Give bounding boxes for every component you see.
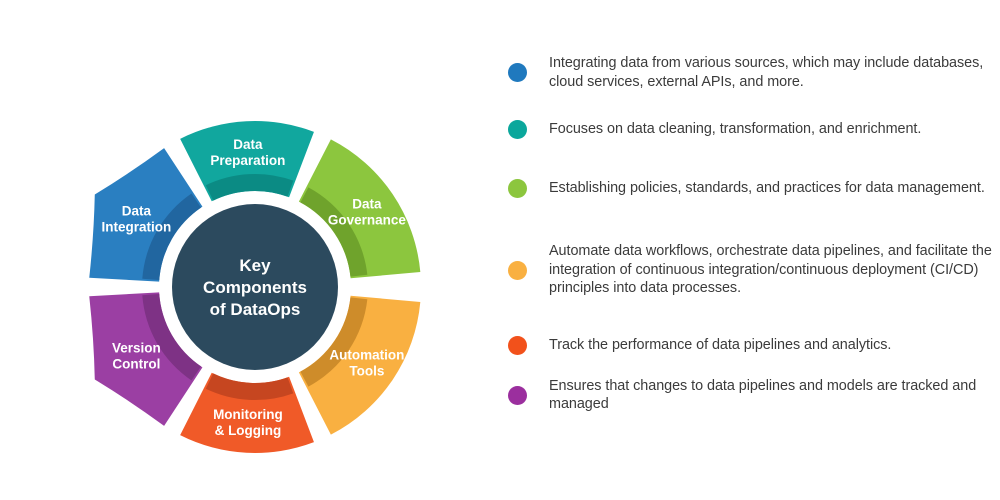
legend-text-monitoring-logging: Track the performance of data pipelines … <box>549 337 892 354</box>
legend-item-data-preparation[interactable]: Focuses on data cleaning, transformation… <box>508 110 994 148</box>
legend-text-version-control: Ensures that changes to data pipelines a… <box>549 377 977 412</box>
legend-bullet-icon-data-governance <box>508 178 527 198</box>
legend-text-data-governance: Establishing policies, standards, and pr… <box>549 179 985 196</box>
legend-text-data-preparation: Focuses on data cleaning, transformation… <box>549 120 922 137</box>
segment-body-version-control[interactable] <box>89 292 203 426</box>
legend-text-data-integration: Integrating data from various sources, w… <box>549 55 984 90</box>
legend-bullet-icon-data-preparation <box>508 119 527 139</box>
legend-list: Integrating data from various sources, w… <box>508 44 1000 464</box>
segment-shadow-data-preparation <box>205 173 294 201</box>
segment-body-automation-tools[interactable] <box>298 295 421 435</box>
segment-shadow-monitoring-logging <box>205 373 294 400</box>
segment-shadow-automation-tools <box>300 297 368 387</box>
segment-shadow-data-governance <box>300 187 368 277</box>
segment-body-data-governance[interactable] <box>298 139 421 279</box>
segment-monitoring-logging[interactable]: Monitoring& Logging <box>180 372 314 453</box>
legend-bullet-icon-monitoring-logging <box>508 336 527 355</box>
hub-circle[interactable] <box>172 204 338 370</box>
segment-shadow-data-integration <box>142 193 202 280</box>
segment-body-data-integration[interactable] <box>89 148 203 282</box>
legend-bullet-icon-version-control <box>508 385 527 405</box>
legend-item-data-integration[interactable]: Integrating data from various sources, w… <box>508 44 994 101</box>
legend-text-automation-tools: Automate data workflows, orchestrate dat… <box>549 243 992 297</box>
legend-item-version-control[interactable]: Ensures that changes to data pipelines a… <box>508 376 994 414</box>
legend-item-monitoring-logging[interactable]: Track the performance of data pipelines … <box>508 336 994 355</box>
legend-item-data-governance[interactable]: Establishing policies, standards, and pr… <box>508 169 994 207</box>
legend-bullet-icon-data-integration <box>508 63 527 82</box>
legend-bullet-icon-automation-tools <box>508 260 527 280</box>
segment-shadow-version-control <box>142 294 202 381</box>
legend-item-automation-tools[interactable]: Automate data workflows, orchestrate dat… <box>508 232 994 308</box>
